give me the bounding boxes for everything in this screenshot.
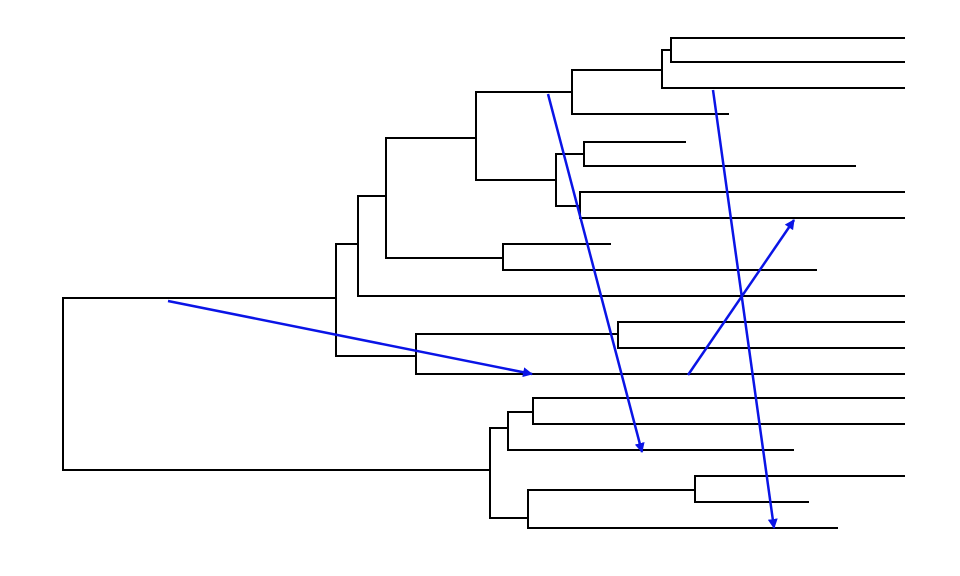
tree-branches [62, 37, 905, 529]
transfer-arrows [167, 89, 796, 529]
transfer-arrow [546, 93, 645, 453]
transfer-arrow [167, 299, 533, 378]
transfer-arrow [711, 89, 778, 529]
